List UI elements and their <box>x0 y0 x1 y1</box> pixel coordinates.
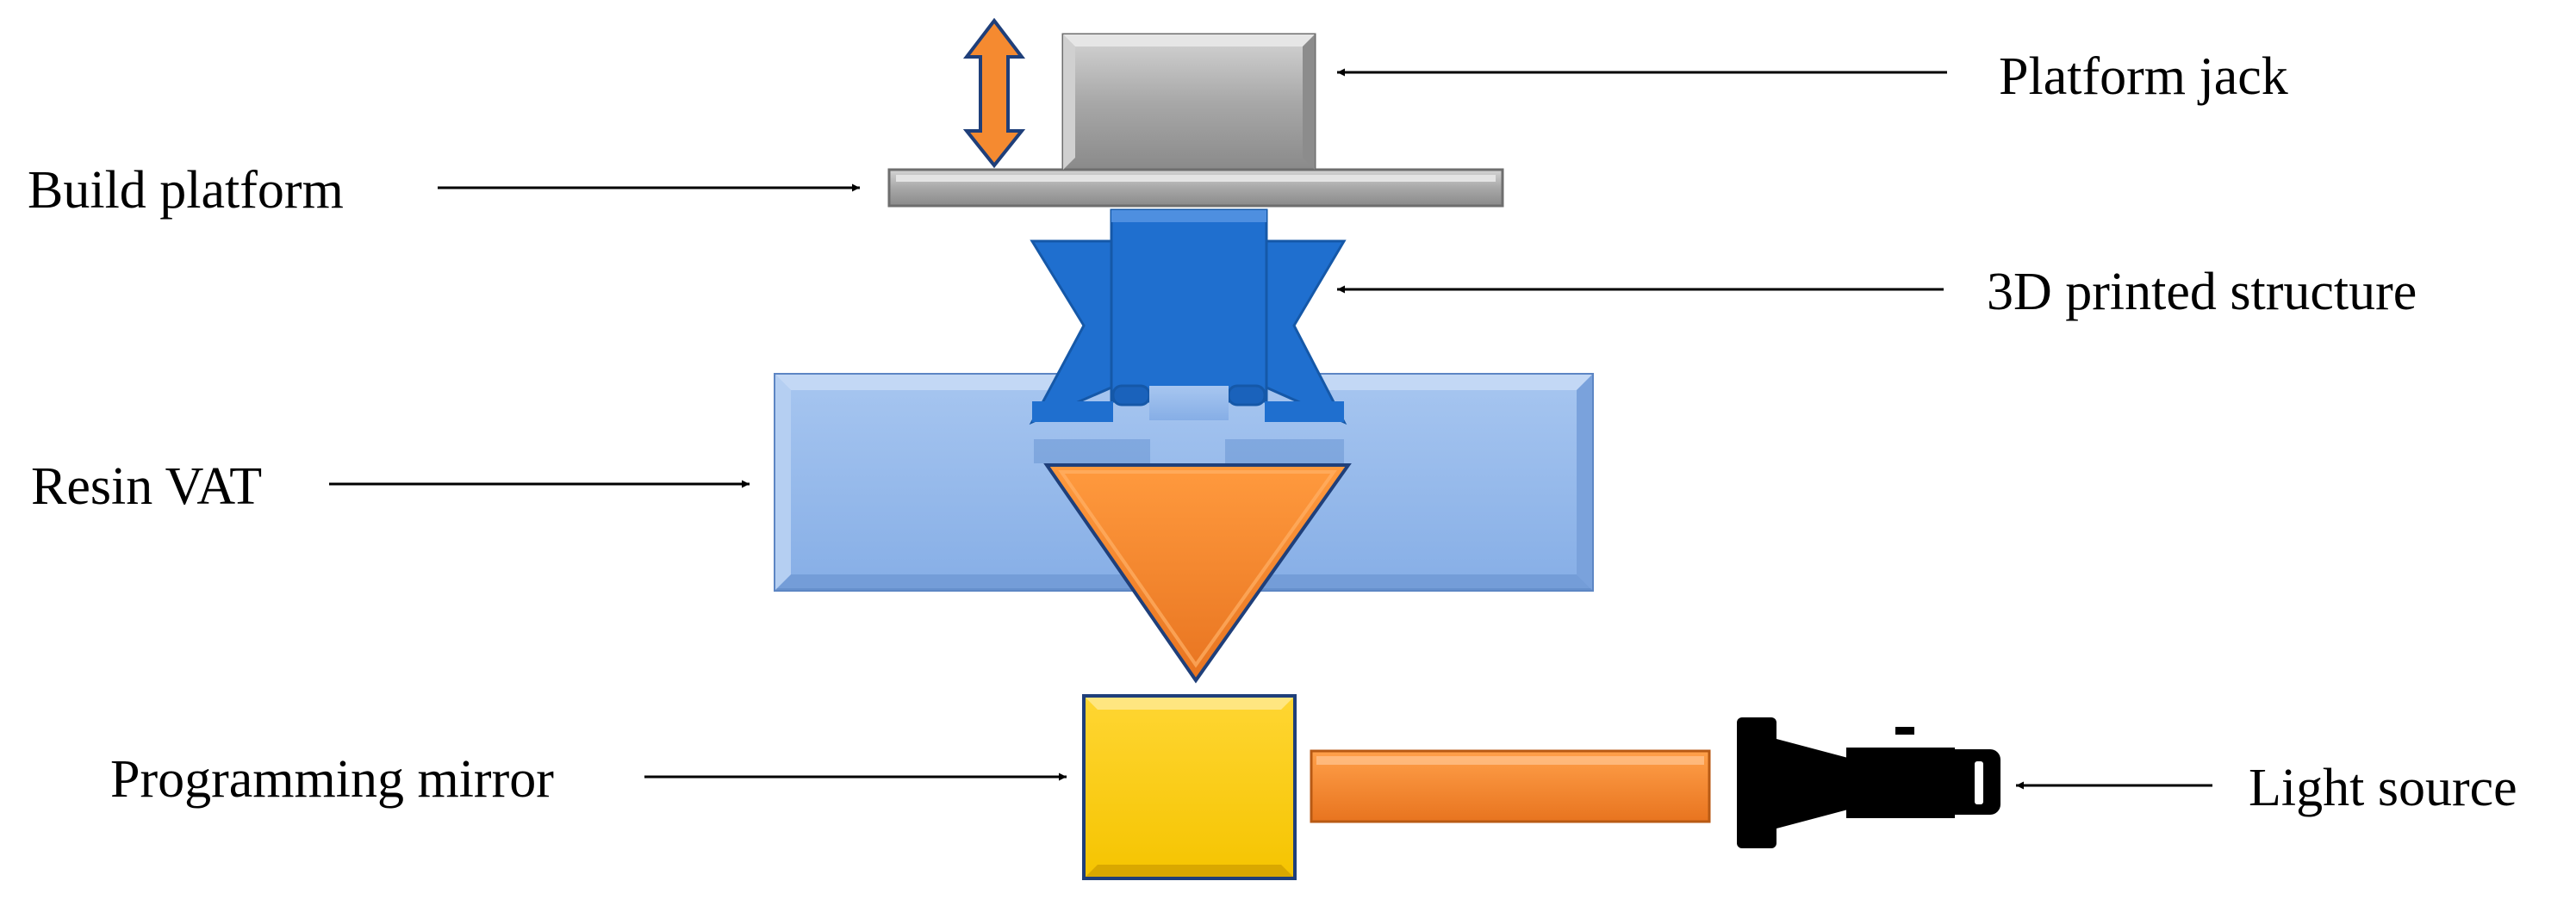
cured-layer <box>1034 439 1344 463</box>
vertical-motion-arrow <box>962 17 1026 169</box>
light-cone <box>1043 463 1352 684</box>
platform-jack <box>1061 33 1316 171</box>
light-beam <box>1310 749 1711 823</box>
printed-structure <box>1029 208 1347 425</box>
label-programming-mirror: Programming mirror <box>110 750 554 809</box>
build-platform <box>887 168 1504 208</box>
label-light-source: Light source <box>2249 759 2517 817</box>
label-resin-vat: Resin VAT <box>31 457 263 516</box>
label-platform-jack: Platform jack <box>1999 47 2288 106</box>
programming-mirror <box>1082 694 1297 880</box>
label-build-platform: Build platform <box>28 161 344 220</box>
label-printed-structure: 3D printed structure <box>1987 263 2417 321</box>
flashlight-icon <box>1737 717 2000 848</box>
